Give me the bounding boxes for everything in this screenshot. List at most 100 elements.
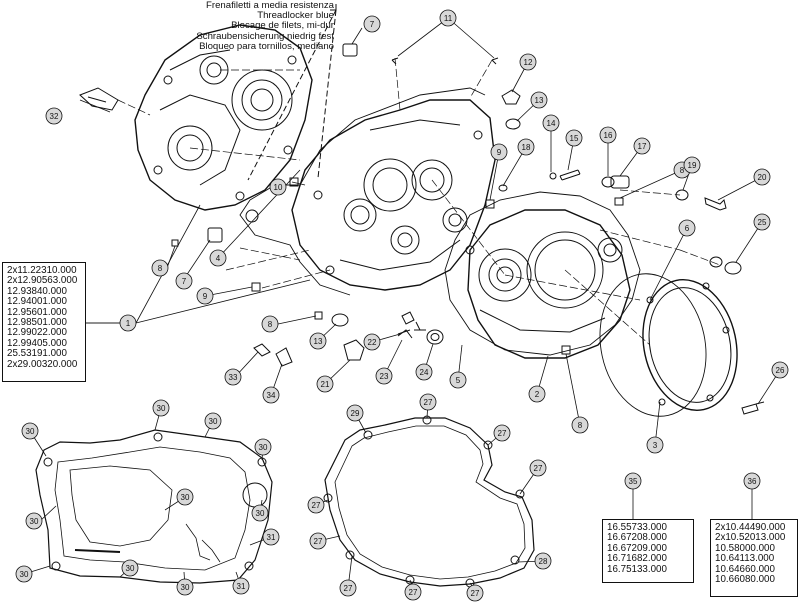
outer-cover-gasket — [599, 273, 707, 417]
callout-31-b-text: 31 — [237, 582, 246, 591]
callout-31-a-text: 31 — [267, 533, 276, 542]
crankcase-gasket-set-left — [35, 429, 273, 584]
dowel-10 — [289, 177, 299, 187]
right-crankcase-half — [291, 99, 496, 291]
o-ring-13-center — [331, 313, 349, 327]
callout-30-c-text: 30 — [209, 417, 218, 426]
callout-6-text: 6 — [685, 224, 690, 233]
part-1-line: 2x29.00320.000 — [7, 358, 78, 370]
callout-35-text: 35 — [629, 477, 638, 486]
threadlocker-note: Frenafiletti a media resistenza Threadlo… — [2, 0, 334, 52]
callout-17: 17 — [633, 137, 651, 155]
callout-24-text: 24 — [420, 368, 429, 377]
callout-9-right-text: 9 — [497, 148, 502, 157]
part-1-number-list: 2x11.22310.000 2x12.90563.000 12.93840.0… — [2, 262, 86, 382]
callout-27-e: 27 — [309, 532, 327, 550]
callout-30-c: 30 — [204, 412, 222, 430]
callout-9-left: 9 — [196, 287, 214, 305]
callout-30-b: 30 — [152, 399, 170, 417]
callout-27-b-text: 27 — [498, 429, 507, 438]
gasket-leader-lines — [23, 401, 544, 591]
callout-27-e-text: 27 — [314, 537, 323, 546]
callout-2-text: 2 — [535, 390, 540, 399]
part-35-number-list: 16.55733.000 16.67208.000 16.67209.000 1… — [602, 519, 694, 583]
part-1-line: 12.94001.000 — [7, 296, 67, 308]
callout-18-text: 18 — [522, 143, 531, 152]
screw-20 — [704, 197, 727, 211]
callout-8-left: 8 — [151, 259, 169, 277]
callout-15: 15 — [565, 129, 583, 147]
callout-5: 5 — [449, 371, 467, 389]
note-line-german: Schraubensicherung niedrig fest — [196, 30, 334, 42]
bushing-7-lower — [207, 227, 223, 243]
callout-1-text: 1 — [126, 319, 131, 328]
callout-36-text: 36 — [748, 477, 757, 486]
o-ring-18 — [498, 184, 508, 192]
callout-4: 4 — [209, 249, 227, 267]
callout-29-text: 29 — [351, 409, 360, 418]
callout-27-c-text: 27 — [534, 464, 543, 473]
callout-13-upper-text: 13 — [535, 96, 544, 105]
callout-1: 1 — [119, 314, 137, 332]
callout-30-f-text: 30 — [181, 493, 190, 502]
callout-35: 35 — [624, 472, 642, 490]
callout-27-g: 27 — [404, 583, 422, 601]
part-36-number-list: 2x10.44490.000 2x10.52013.000 10.58000.0… — [710, 519, 798, 597]
small-gasket — [79, 87, 119, 111]
part-36-line: 10.66080.000 — [715, 574, 775, 586]
part-35-line: 16.67208.000 — [607, 532, 667, 544]
callout-28: 28 — [534, 552, 552, 570]
callout-26: 26 — [771, 361, 789, 379]
callout-8-center: 8 — [261, 315, 279, 333]
callout-8-right-text: 8 — [680, 166, 685, 175]
callout-27-f-text: 27 — [344, 584, 353, 593]
callout-27-b: 27 — [493, 424, 511, 442]
callout-19: 19 — [683, 156, 701, 174]
left-crankcase-half — [134, 24, 313, 211]
part-35-line: 16.75133.000 — [607, 563, 667, 575]
callout-31-a: 31 — [262, 528, 280, 546]
part-35-line: 16.67209.000 — [607, 542, 667, 554]
callout-27-h: 27 — [466, 584, 484, 602]
part-1-line: 12.99022.000 — [7, 327, 67, 339]
callout-27-c: 27 — [529, 459, 547, 477]
callout-3-text: 3 — [653, 441, 658, 450]
o-ring-13 — [505, 118, 521, 130]
callout-30-g-text: 30 — [256, 509, 265, 518]
callout-11-text: 11 — [444, 14, 453, 23]
callout-13-upper: 13 — [530, 91, 548, 109]
callout-14-text: 14 — [547, 119, 556, 128]
callout-7-upper-text: 7 — [370, 20, 375, 29]
callout-30-d: 30 — [254, 438, 272, 456]
callout-30-j: 30 — [15, 565, 33, 583]
callout-33: 33 — [224, 368, 242, 386]
callout-30-g: 30 — [251, 504, 269, 522]
callout-22-text: 22 — [368, 338, 377, 347]
callout-27-d-text: 27 — [312, 501, 321, 510]
callout-10: 10 — [269, 178, 287, 196]
part-36-line: 2x10.44490.000 — [715, 522, 786, 533]
part-1-line: 12.99405.000 — [7, 337, 67, 349]
callout-34: 34 — [262, 386, 280, 404]
part-36-line: 2x10.52013.000 — [715, 532, 786, 544]
callout-16-text: 16 — [604, 131, 613, 140]
callout-14: 14 — [542, 114, 560, 132]
ball-14 — [549, 172, 557, 180]
callout-27-h-text: 27 — [471, 589, 480, 598]
plug-25 — [724, 261, 742, 275]
callout-7-lower: 7 — [175, 272, 193, 290]
part-1-line: 25.53191.000 — [7, 348, 67, 360]
callout-24: 24 — [415, 363, 433, 381]
callout-21: 21 — [316, 375, 334, 393]
screw-33 — [253, 343, 271, 357]
callout-20-text: 20 — [758, 173, 767, 182]
callout-32: 32 — [45, 107, 63, 125]
callout-16: 16 — [599, 126, 617, 144]
part-1-line: 12.98501.000 — [7, 317, 67, 329]
callout-6: 6 — [678, 219, 696, 237]
callout-12-text: 12 — [524, 58, 533, 67]
callout-27-a: 27 — [419, 393, 437, 411]
callout-30-h: 30 — [176, 578, 194, 596]
leader-lines — [79, 17, 781, 446]
